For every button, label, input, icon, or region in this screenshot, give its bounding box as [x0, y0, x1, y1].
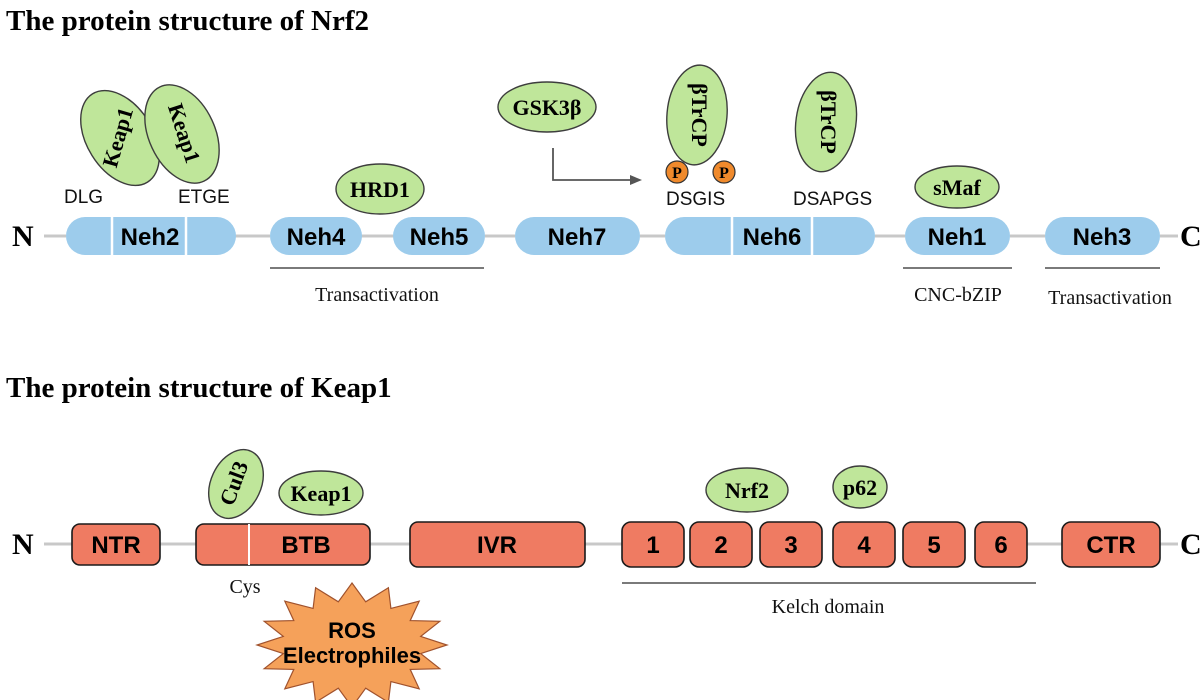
domain-neh7: Neh7	[515, 217, 640, 255]
kelch-blade-1-label: 1	[646, 532, 659, 559]
btrcp-binder-dsgis-label: βTrCP	[687, 83, 712, 147]
phospho-site-1: P	[665, 160, 689, 184]
domain-btb: BTB	[195, 523, 371, 566]
domain-btb-label: BTB	[281, 532, 330, 559]
nrf2-binder: Nrf2	[705, 467, 789, 513]
domain-ctr-label: CTR	[1086, 532, 1135, 559]
phospho-site-1-label: P	[672, 165, 682, 182]
domain-ntr-label: NTR	[91, 532, 140, 559]
keap1-binder-dlg: Keap1	[80, 89, 160, 187]
kelch-blade-5: 5	[902, 521, 966, 568]
p62-binder-label: p62	[843, 475, 877, 500]
kelch-domain-label: Kelch domain	[772, 596, 885, 618]
btrcp-binder-dsapgs: βTrCP	[794, 71, 858, 173]
domain-neh7-label: Neh7	[548, 224, 607, 251]
hrd1-binder: HRD1	[335, 163, 425, 215]
domain-ntr: NTR	[71, 523, 161, 566]
btrcp-binder-dsgis: βTrCP	[666, 64, 728, 166]
domain-neh6: Neh6	[665, 217, 875, 255]
kelch-blade-3-label: 3	[784, 532, 797, 559]
phospho-site-2-label: P	[719, 165, 729, 182]
gsk3b-binder-label: GSK3β	[512, 95, 581, 120]
keap1-n-terminus: N	[12, 528, 34, 561]
domain-neh6-label: Neh6	[743, 224, 802, 251]
domain-neh1-label: Neh1	[928, 224, 987, 251]
domain-neh3-label: Neh3	[1073, 224, 1132, 251]
transactivation-2-label: Transactivation	[1048, 287, 1172, 309]
smaf-binder-label: sMaf	[933, 175, 981, 200]
motif-dlg: DLG	[64, 187, 103, 208]
keap1-binder-etge: Keap1	[144, 84, 220, 184]
nrf2-c-terminus: C	[1180, 220, 1200, 253]
motif-dsgis: DSGIS	[666, 189, 725, 210]
domain-neh4: Neh4	[270, 217, 362, 255]
cnc-bzip-label: CNC-bZIP	[914, 284, 1002, 306]
domain-neh2-label: Neh2	[121, 224, 180, 251]
kelch-blade-2-label: 2	[714, 532, 727, 559]
motif-dsapgs: DSAPGS	[793, 189, 872, 210]
kelch-blade-1: 1	[621, 521, 685, 568]
domain-ivr: IVR	[409, 521, 586, 568]
kelch-blade-3: 3	[759, 521, 823, 568]
motif-etge: ETGE	[178, 187, 230, 208]
keap1-c-terminus: C	[1180, 528, 1200, 561]
stress-electrophiles-label: Electrophiles	[283, 643, 421, 668]
domain-neh1: Neh1	[905, 217, 1010, 255]
cul3-binder: Cul3	[208, 449, 264, 519]
cys-label: Cys	[229, 576, 260, 598]
btrcp-binder-dsapgs-label: βTrCP	[816, 90, 841, 154]
gsk3b-binder: GSK3β	[497, 81, 597, 133]
nrf2-title: The protein structure of Nrf2	[6, 5, 369, 37]
domain-neh5-label: Neh5	[410, 224, 469, 251]
domain-ctr: CTR	[1061, 521, 1161, 568]
kelch-blade-6-label: 6	[994, 532, 1007, 559]
transactivation-1-label: Transactivation	[315, 284, 439, 306]
keap1-title: The protein structure of Keap1	[6, 372, 392, 404]
domain-neh3: Neh3	[1045, 217, 1160, 255]
domain-neh4-label: Neh4	[287, 224, 346, 251]
gsk3b-phosphorylation-arrow	[552, 148, 642, 185]
hrd1-binder-label: HRD1	[350, 177, 410, 202]
domain-neh2: Neh2	[66, 217, 236, 255]
keap1-dimer-binder-label: Keap1	[290, 481, 351, 506]
kelch-blade-6: 6	[974, 521, 1028, 568]
domain-ivr-label: IVR	[477, 532, 517, 559]
kelch-blade-2: 2	[689, 521, 753, 568]
kelch-blade-4: 4	[832, 521, 896, 568]
nrf2-binder-label: Nrf2	[725, 478, 769, 503]
domain-neh5: Neh5	[393, 217, 485, 255]
nrf2-n-terminus: N	[12, 220, 34, 253]
stress-ros-label: ROS	[328, 618, 376, 643]
kelch-blade-5-label: 5	[927, 532, 940, 559]
keap1-dimer-binder: Keap1	[278, 470, 364, 516]
phospho-site-2: P	[712, 160, 736, 184]
kelch-blade-4-label: 4	[857, 532, 871, 559]
stress-burst: ROS Electrophiles	[255, 581, 449, 700]
smaf-binder: sMaf	[914, 165, 1000, 209]
p62-binder: p62	[832, 465, 888, 509]
